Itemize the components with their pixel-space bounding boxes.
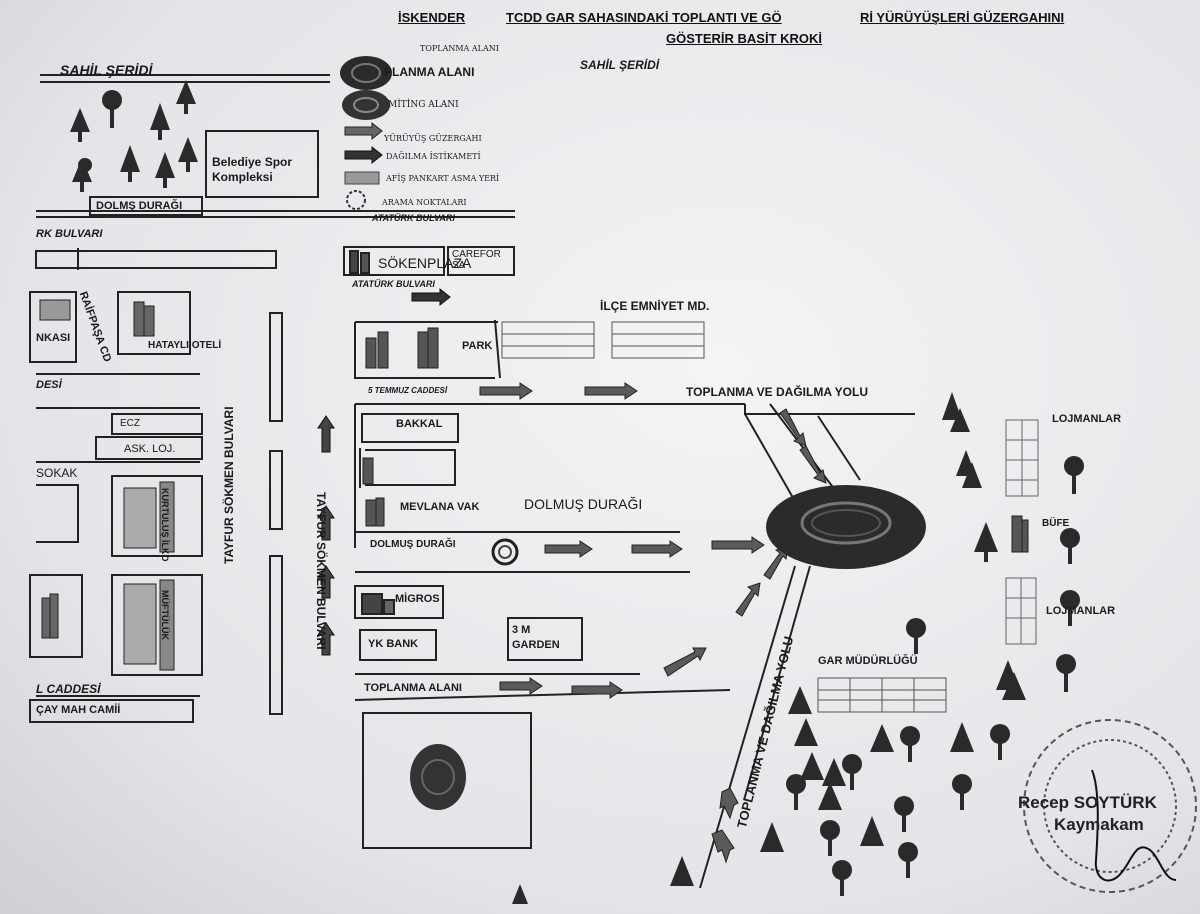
place-dolmus-top: DOLMŞ DURAĞI	[96, 200, 183, 212]
garden-box	[507, 617, 583, 661]
place-ilce-emniyet: İLÇE EMNİYET MD.	[600, 299, 710, 313]
street-park-bulvari: RK BULVARI	[36, 228, 103, 240]
ykbank-box	[359, 629, 437, 661]
toplanma-alani-symbol	[410, 744, 466, 810]
place-cay-camii: ÇAY MAH CAMİİ	[36, 704, 121, 716]
street-sahil-left: SAHİL ŞERİDİ	[60, 62, 153, 78]
street-sokak: SOKAK	[36, 466, 78, 480]
park-buildings	[365, 327, 439, 369]
place-dolmus-small: DOLMUŞ DURAĞI	[370, 539, 456, 550]
bufe-building	[1011, 515, 1029, 553]
legend-march-label: YÜRÜYÜŞ GÜZERGAHI	[384, 134, 482, 143]
signature-title: Kaymakam	[1054, 815, 1144, 834]
street-ataturk-2: ATATÜRK BULVARI	[352, 279, 435, 289]
ataturk-road-top	[36, 210, 515, 218]
dolmus-stop-symbol	[491, 538, 519, 566]
title-line2: GÖSTERİR BASİT KROKİ	[666, 31, 823, 46]
street-ataturk-1: ATATÜRK BULVARI	[372, 213, 455, 223]
street-sahil-right: SAHİL ŞERİDİ	[580, 58, 660, 72]
toplanma-alani-square	[362, 712, 532, 849]
legend-assembly-label: PLANMA ALANI	[384, 65, 475, 79]
place-hatayli: HATAYLI OTELİ	[148, 340, 222, 351]
legend-rally-label: MİTİNG ALANI	[388, 100, 459, 110]
title-part2: TCDD GAR SAHASINDAKİ TOPLANTI VE GÖ	[506, 10, 782, 25]
street-temmuz: 5 TEMMUZ CADDESİ	[368, 386, 448, 395]
dolmus-road	[355, 531, 690, 573]
place-dolmus-center: DOLMUŞ DURAĞI	[524, 496, 643, 512]
legend-rally-symbol	[342, 90, 390, 120]
place-ask-loj: ASK. LOJ.	[124, 443, 176, 455]
sahil-road	[40, 74, 330, 83]
sokenplaza-building	[343, 246, 515, 276]
tayfur-arrows	[317, 415, 335, 656]
street-toplanma-h: TOPLANMA VE DAĞILMA YOLU	[686, 385, 869, 399]
place-park: PARK	[462, 340, 493, 352]
dolmus-arrows	[544, 536, 765, 558]
legend-dispersal-label: DAĞILMA İSTİKAMETİ	[386, 152, 481, 161]
street-tayfur-1: TAYFUR SÖKMEN BULVARI	[222, 406, 236, 564]
official-stamp	[1023, 719, 1197, 893]
toplanma-arrows	[499, 647, 707, 699]
signature-block: Recep SOYTÜRK Kaymakam	[1018, 792, 1157, 836]
handwritten-signature	[1091, 769, 1177, 882]
tree-group-bottom	[512, 686, 1010, 904]
place-gar: GAR MÜDÜRLÜĞÜ	[818, 655, 918, 667]
tree-group-topleft	[70, 80, 198, 192]
emniyet-buildings	[501, 321, 705, 359]
place-vertical-bldg: MÜFTÜLÜK	[160, 590, 170, 640]
place-toplanma-alani: TOPLANMA ALANI	[364, 682, 462, 694]
tree-group-right	[906, 392, 1084, 700]
legend-banner-label: AFİŞ PANKART ASMA YERİ	[386, 174, 500, 183]
legend-header: TOPLANMA ALANI	[420, 44, 499, 53]
street-tayfur-2: TAYFUR SÖKMEN BULVARI	[314, 492, 328, 650]
belediye-spor-box	[205, 130, 319, 198]
tayfur-road	[269, 312, 283, 715]
place-sokenplaza: SÖKENPLAZA	[378, 255, 472, 271]
legend-search-label: ARAMA NOKTALARI	[382, 198, 467, 207]
place-lojman-2: LOJMANLAR	[1046, 605, 1116, 617]
ataturk-arrow	[411, 287, 451, 307]
lojman-buildings	[1005, 419, 1039, 645]
bakkal-buildings	[362, 457, 385, 527]
signature-name: Recep SOYTÜRK	[1018, 793, 1157, 812]
temmuz-arrows	[479, 382, 638, 400]
legend-assembly-symbol	[340, 56, 392, 90]
place-ecz: ECZ	[120, 418, 140, 429]
street-l-caddesi: L CADDESİ	[36, 682, 101, 696]
place-carefour: CAREFOR SA	[452, 249, 501, 271]
place-belediye: Belediye Spor Kompleksi	[212, 155, 293, 184]
place-kurtulus: KURTULUŞ İLKO	[160, 488, 170, 562]
rally-area	[766, 485, 926, 569]
left-blocks	[29, 291, 203, 723]
park-bulvari-road	[35, 248, 277, 270]
legend-arrows	[344, 121, 383, 210]
park-block	[354, 319, 501, 379]
place-lojman-1: LOJMANLAR	[1052, 413, 1122, 425]
place-migros: MİGROS	[395, 593, 440, 605]
street-desi: DESİ	[36, 379, 62, 391]
place-bufe: BÜFE	[1042, 518, 1070, 529]
dolmus-top-box	[89, 196, 203, 216]
migros-box	[354, 585, 444, 619]
place-bankasi: NKASI	[36, 332, 71, 344]
title-part3: Rİ YÜRÜYÜŞLERİ GÜZERGAHINI	[860, 10, 1065, 25]
convergence-arrows	[711, 408, 827, 864]
bakkal-block	[359, 413, 459, 488]
place-garden: 3 M GARDEN	[512, 624, 560, 651]
toplanma-road	[354, 673, 731, 701]
title-part1: İSKENDER	[398, 10, 466, 25]
left-buildings	[39, 299, 175, 671]
place-bakkal: BAKKAL	[396, 418, 443, 430]
gar-building	[817, 677, 947, 713]
place-ykbank: YK BANK	[368, 638, 419, 650]
place-mevlana: MEVLANA VAK	[400, 501, 480, 513]
